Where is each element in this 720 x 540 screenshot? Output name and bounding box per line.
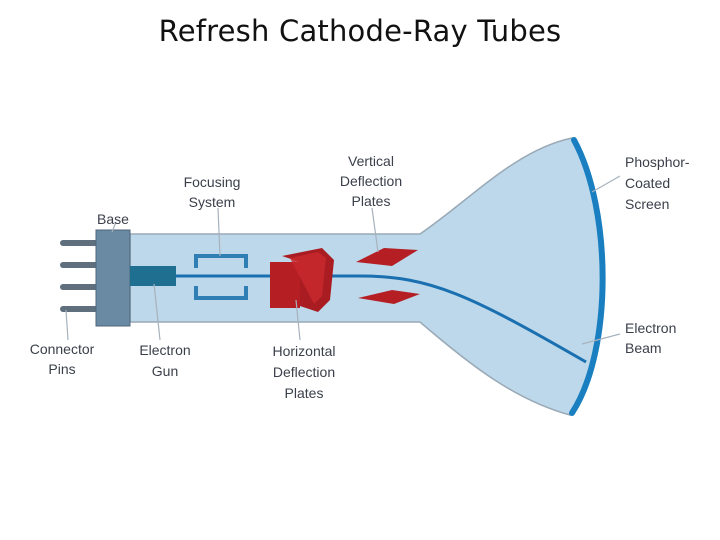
label-horizontal-deflection: Plates [285,385,324,401]
label-horizontal-deflection: Horizontal [272,343,335,359]
label-focusing-system: System [189,194,236,210]
label-electron-beam: Beam [625,340,662,356]
leader-lines [65,175,621,345]
label-phosphor-screen: Coated [625,175,670,191]
label-phosphor-screen: Screen [625,196,669,212]
label-connector-pins: Pins [48,361,75,377]
focusing-system [194,254,248,300]
horizontal-deflection-plates [270,248,334,312]
label-electron-gun: Electron [139,342,190,358]
label-electron-beam: Electron [625,320,676,336]
electron-beam [176,274,587,364]
label-vertical-deflection: Deflection [340,173,402,189]
tube-base [95,229,131,327]
label-electron-gun: Gun [152,363,178,379]
label-vertical-deflection: Plates [352,193,391,209]
electron-gun [130,266,176,286]
label-vertical-deflection: Vertical [348,153,394,169]
vertical-deflection-plates [356,248,420,304]
label-phosphor-screen: Phosphor- [625,154,690,170]
label-base: Base [97,211,129,227]
connector-pins [60,240,98,312]
slide-title: Refresh Cathode-Ray Tubes [158,14,562,48]
label-horizontal-deflection: Deflection [273,364,335,380]
label-focusing-system: Focusing [184,174,241,190]
label-connector-pins: Connector [30,341,95,357]
phosphor-screen [569,137,606,416]
